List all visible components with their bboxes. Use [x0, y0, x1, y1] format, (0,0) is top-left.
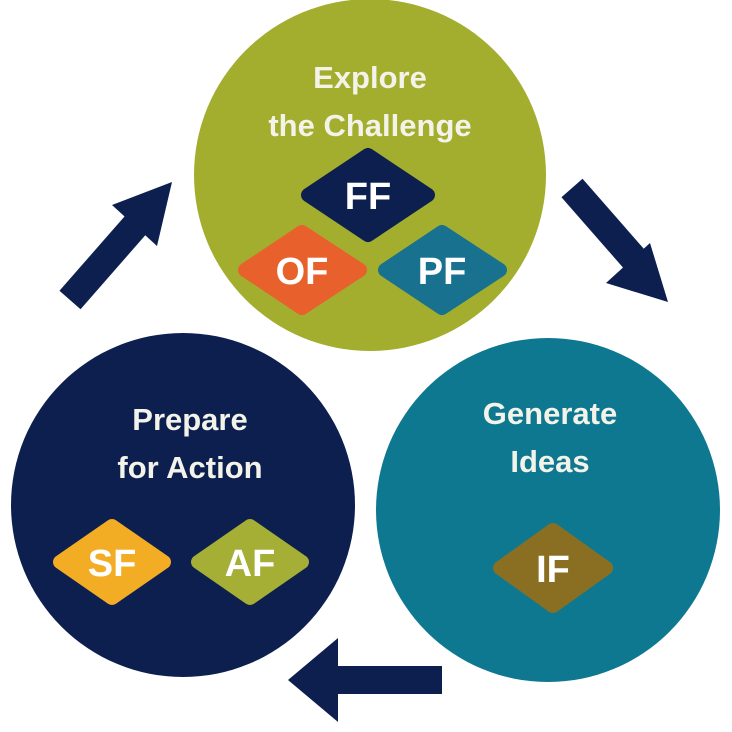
- arrow-to-generate: [561, 178, 668, 302]
- svg-text:AF: AF: [225, 543, 276, 585]
- generate-circle: [376, 338, 720, 682]
- arrow-to-explore: [59, 182, 172, 310]
- badge-if: IF: [493, 523, 613, 613]
- svg-text:IF: IF: [536, 549, 570, 591]
- arrow-to-prepare: [288, 638, 442, 722]
- explore-title-line-2: the Challenge: [268, 108, 471, 143]
- svg-text:SF: SF: [88, 543, 137, 585]
- svg-text:OF: OF: [276, 251, 329, 293]
- badge-ff: FF: [301, 148, 435, 242]
- prepare-title-line-1: Prepare: [132, 402, 247, 437]
- explore-title-line-1: Explore: [313, 60, 427, 95]
- badge-of: OF: [238, 225, 367, 315]
- prepare-title-line-2: for Action: [117, 450, 262, 485]
- svg-text:FF: FF: [345, 176, 391, 218]
- generate-title-line-1: Generate: [483, 396, 617, 431]
- svg-text:PF: PF: [418, 251, 467, 293]
- badge-sf: SF: [53, 519, 171, 605]
- generate-title-line-2: Ideas: [510, 444, 589, 479]
- badge-pf: PF: [378, 225, 507, 315]
- prepare-circle: [11, 333, 355, 677]
- badge-af: AF: [191, 519, 309, 605]
